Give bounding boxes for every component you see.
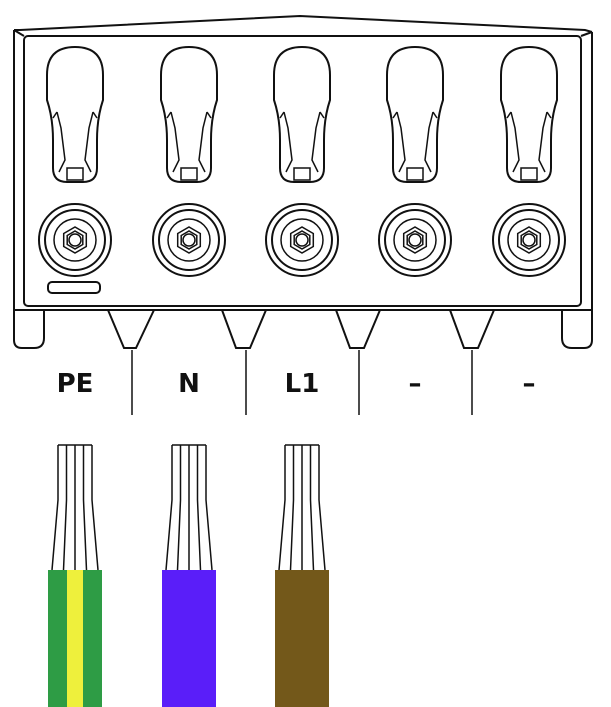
screw-pe xyxy=(38,203,112,277)
terminal-label-4: – xyxy=(409,369,422,399)
screw-n xyxy=(152,203,226,277)
terminal-label-l1: L1 xyxy=(285,369,320,399)
pe-insulation-yellow-stripe xyxy=(67,570,83,707)
label-separators xyxy=(131,350,473,415)
live-insulation xyxy=(275,570,329,707)
screw-t4 xyxy=(378,203,452,277)
pe-marker-bar xyxy=(47,281,101,294)
terminal-label-n: N xyxy=(178,369,200,399)
screw-t5 xyxy=(492,203,566,277)
terminal-block-housing xyxy=(13,14,593,349)
wire-n xyxy=(162,444,216,707)
slot-n xyxy=(160,45,218,183)
slot-t4 xyxy=(386,45,444,183)
terminal-screws xyxy=(38,203,566,277)
terminal-slots xyxy=(46,45,558,183)
screw-l1 xyxy=(265,203,339,277)
wires xyxy=(48,444,329,707)
slot-t5 xyxy=(500,45,558,183)
terminal-label-pe: PE xyxy=(57,369,94,399)
terminal-label-5: – xyxy=(523,369,536,399)
neutral-insulation xyxy=(162,570,216,707)
wire-pe xyxy=(48,444,102,707)
wire-l1 xyxy=(275,444,329,707)
slot-pe xyxy=(46,45,104,183)
slot-l1 xyxy=(273,45,331,183)
